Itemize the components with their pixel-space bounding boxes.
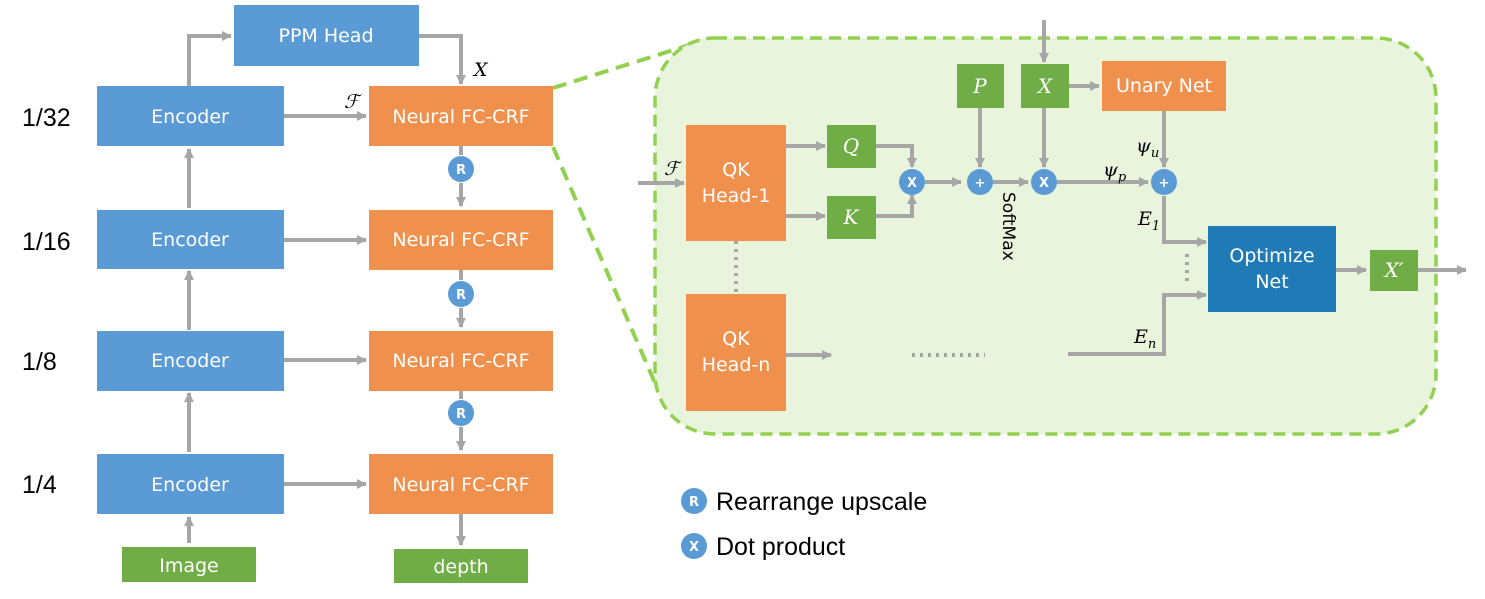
rearrange-circle-3: R bbox=[448, 400, 474, 426]
softmax-label: SoftMax bbox=[998, 192, 1018, 261]
dotted-connectors bbox=[734, 241, 1189, 357]
svg-text:Head-n: Head-n bbox=[702, 354, 771, 376]
encoder-box-1-16: Encoder bbox=[97, 210, 284, 269]
svg-text:X: X bbox=[1036, 74, 1053, 98]
p-box: P bbox=[957, 64, 1004, 108]
zoom-connector bbox=[551, 39, 703, 391]
svg-text:Neural FC-CRF: Neural FC-CRF bbox=[392, 106, 529, 128]
ppm-head-box: PPM Head bbox=[234, 5, 419, 66]
svg-text:X: X bbox=[1039, 176, 1049, 191]
svg-text:Dot product: Dot product bbox=[716, 533, 845, 561]
x-input-box: X bbox=[1021, 64, 1069, 108]
rearrange-circle-2: R bbox=[448, 281, 474, 307]
svg-text:X: X bbox=[907, 176, 917, 191]
crf-box-1-16: Neural FC-CRF bbox=[369, 210, 553, 270]
crf-box-1-32: Neural FC-CRF bbox=[369, 86, 553, 146]
left-x-label: X bbox=[472, 59, 489, 81]
svg-text:Neural FC-CRF: Neural FC-CRF bbox=[392, 229, 529, 251]
q-box: Q bbox=[827, 125, 876, 168]
svg-text:X′: X′ bbox=[1383, 258, 1404, 282]
svg-text:Unary Net: Unary Net bbox=[1116, 75, 1212, 97]
e1-label: E1 bbox=[1137, 208, 1160, 234]
scale-label-1-4: 1/4 bbox=[22, 471, 57, 499]
svg-text:Image: Image bbox=[159, 555, 219, 577]
image-box: Image bbox=[122, 547, 256, 582]
svg-text:QK: QK bbox=[722, 159, 750, 181]
svg-text:K: K bbox=[843, 205, 860, 229]
svg-text:Encoder: Encoder bbox=[151, 474, 229, 496]
encoder-box-1-8: Encoder bbox=[97, 331, 284, 391]
svg-text:QK: QK bbox=[722, 328, 750, 350]
crf-box-1-8: Neural FC-CRF bbox=[369, 331, 553, 391]
scale-label-1-8: 1/8 bbox=[22, 348, 57, 376]
svg-text:Encoder: Encoder bbox=[151, 229, 229, 251]
dot-product-circle-2: X bbox=[1031, 169, 1057, 195]
svg-text:R: R bbox=[456, 163, 466, 178]
qk-head-1-box: QK Head-1 bbox=[686, 125, 786, 241]
svg-text:depth: depth bbox=[433, 556, 488, 578]
psi-u-label: ψu bbox=[1136, 135, 1159, 161]
legend-dot-product: X Dot product bbox=[681, 533, 845, 561]
scale-label-1-32: 1/32 bbox=[22, 104, 71, 132]
add-circle-1: + bbox=[967, 169, 993, 195]
psi-p-label: ψp bbox=[1103, 159, 1127, 185]
svg-text:Neural FC-CRF: Neural FC-CRF bbox=[392, 474, 529, 496]
svg-text:+: + bbox=[1159, 176, 1170, 191]
left-f-label: ℱ bbox=[344, 91, 362, 113]
add-circle-2: + bbox=[1151, 169, 1177, 195]
k-box: K bbox=[827, 196, 876, 239]
svg-text:P: P bbox=[972, 74, 987, 98]
svg-text:Rearrange upscale: Rearrange upscale bbox=[716, 488, 927, 516]
crf-box-1-4: Neural FC-CRF bbox=[369, 454, 553, 514]
svg-text:Neural FC-CRF: Neural FC-CRF bbox=[392, 350, 529, 372]
svg-text:+: + bbox=[975, 176, 986, 191]
left-arrows bbox=[184, 31, 466, 546]
svg-text:Optimize: Optimize bbox=[1229, 245, 1314, 267]
svg-text:R: R bbox=[689, 495, 699, 510]
svg-text:Q: Q bbox=[843, 134, 859, 158]
dot-product-circle-1: X bbox=[899, 169, 925, 195]
svg-text:R: R bbox=[456, 407, 466, 422]
optimize-net-box: Optimize Net bbox=[1208, 226, 1336, 312]
svg-text:X: X bbox=[689, 540, 699, 555]
x-prime-box: X′ bbox=[1370, 250, 1418, 291]
detail-f-label: ℱ bbox=[664, 158, 682, 180]
depth-box: depth bbox=[394, 549, 528, 583]
svg-text:Net: Net bbox=[1255, 271, 1288, 293]
svg-text:Encoder: Encoder bbox=[151, 350, 229, 372]
svg-text:R: R bbox=[456, 288, 466, 303]
detail-arrows bbox=[638, 20, 1467, 360]
qk-head-n-box: QK Head-n bbox=[686, 294, 786, 411]
svg-text:PPM Head: PPM Head bbox=[278, 25, 373, 47]
unary-net-box: Unary Net bbox=[1102, 61, 1226, 111]
encoder-box-1-4: Encoder bbox=[97, 454, 284, 514]
scale-label-1-16: 1/16 bbox=[22, 228, 71, 256]
rearrange-circle-1: R bbox=[448, 156, 474, 182]
en-label: En bbox=[1133, 326, 1156, 352]
encoder-box-1-32: Encoder bbox=[97, 86, 284, 146]
legend-rearrange: R Rearrange upscale bbox=[681, 488, 927, 516]
svg-text:Encoder: Encoder bbox=[151, 106, 229, 128]
svg-text:Head-1: Head-1 bbox=[702, 185, 771, 207]
